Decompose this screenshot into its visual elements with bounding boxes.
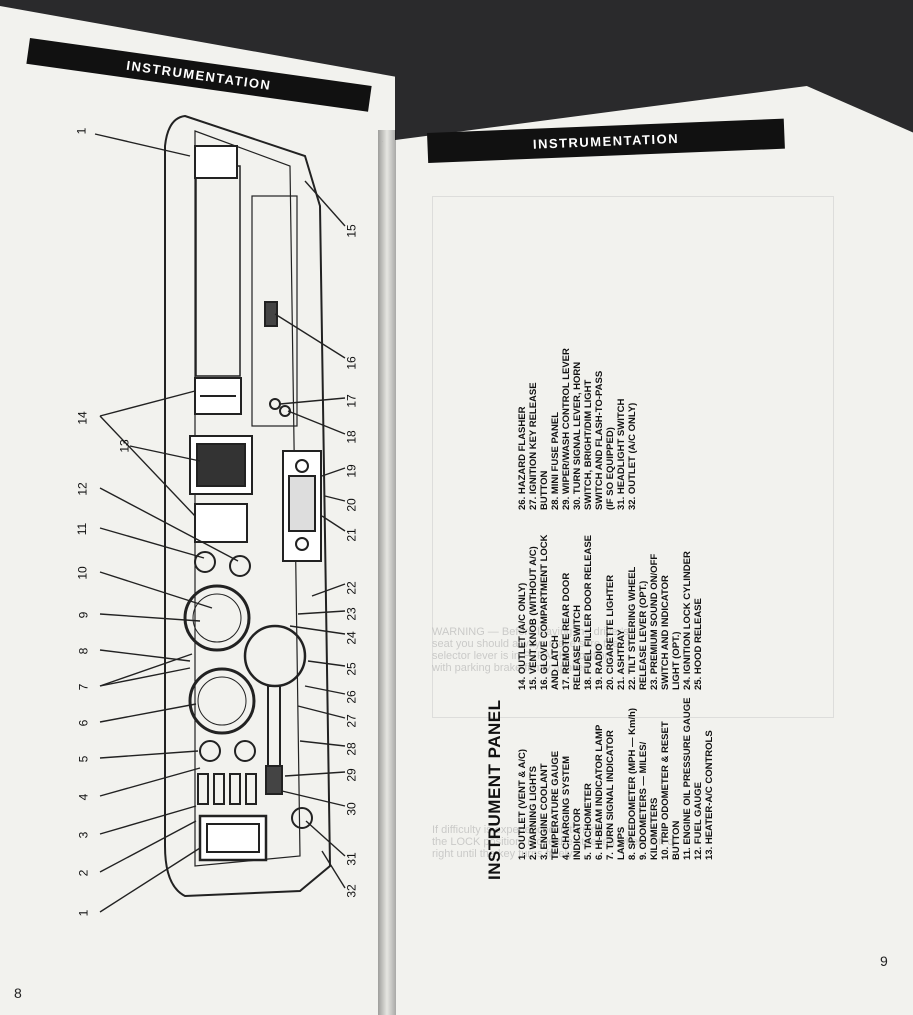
- instrument-panel-diagram: [94, 114, 346, 913]
- left-page: 1 15 16 17 18 19 20 21 22 23 24 25 26 27…: [0, 6, 395, 1015]
- legend-item: 25. HOOD RELEASE: [693, 598, 704, 690]
- legend-item: 23. PREMIUM SOUND ON/OFF: [649, 553, 660, 690]
- showthrough-line: seat you should always make sure the: [432, 638, 619, 650]
- legend-item: 32. OUTLET (A/C ONLY): [627, 402, 638, 510]
- legend-item: SWITCH AND INDICATOR: [660, 575, 671, 690]
- right-page-number: 9: [880, 953, 888, 969]
- callout-11: 11: [75, 522, 90, 536]
- callout-5: 5: [76, 755, 91, 763]
- section-heading: INSTRUMENT PANEL: [485, 699, 504, 880]
- callout-3: 3: [76, 831, 91, 839]
- showthrough-line: the LOCK position, move the steering whe…: [432, 836, 678, 848]
- callout-9: 9: [76, 611, 91, 619]
- legend-item: BUTTON: [539, 470, 550, 510]
- callout-1-lower: 1: [76, 909, 91, 917]
- callout-25: 25: [344, 662, 359, 676]
- callout-31: 31: [344, 852, 359, 866]
- callout-8: 8: [76, 647, 91, 655]
- legend-item: 27. IGNITION KEY RELEASE: [528, 382, 539, 510]
- legend-item: 24. IGNITION LOCK CYLINDER: [682, 551, 693, 690]
- legend-column-3: 26. HAZARD FLASHER 27. IGNITION KEY RELE…: [517, 50, 638, 510]
- callout-15: 15: [344, 224, 359, 238]
- callout-32: 32: [344, 884, 359, 898]
- showthrough-line: If difficulty is experienced in turning: [432, 824, 603, 836]
- callout-22: 22: [344, 581, 359, 595]
- callout-13: 13: [117, 439, 132, 453]
- callout-10: 10: [75, 566, 90, 580]
- callout-28: 28: [344, 742, 359, 756]
- callout-29: 29: [344, 768, 359, 782]
- callout-21: 21: [344, 528, 359, 542]
- callout-27: 27: [344, 714, 359, 728]
- callout-19: 19: [344, 464, 359, 478]
- callout-2: 2: [76, 869, 91, 877]
- instrument-legend: INSTRUMENT PANEL 1. OUTLET (VENT & A/C) …: [485, 348, 765, 880]
- legend-item: 31. HEADLIGHT SWITCH: [616, 398, 627, 510]
- callout-24: 24: [344, 631, 359, 645]
- legend-item: 26. HAZARD FLASHER: [517, 406, 528, 510]
- legend-item: 13. HEATER-A/C CONTROLS: [704, 730, 715, 860]
- callout-6: 6: [76, 719, 91, 727]
- callout-16: 16: [344, 356, 359, 370]
- legend-item: 30. TURN SIGNAL LEVER, HORN: [572, 361, 583, 510]
- callout-26: 26: [344, 690, 359, 704]
- callout-4: 4: [76, 793, 91, 801]
- callout-17: 17: [344, 394, 359, 408]
- legend-item: RELEASE LEVER (OPT.): [638, 580, 649, 690]
- callout-1: 1: [74, 127, 89, 135]
- showthrough-line: WARNING — Before leaving the driver's: [432, 626, 629, 638]
- callout-12: 12: [75, 482, 90, 496]
- callout-14: 14: [75, 411, 90, 425]
- showthrough-text: WARNING — Before leaving the driver's se…: [432, 626, 902, 860]
- callout-23: 23: [344, 607, 359, 621]
- callout-18: 18: [344, 430, 359, 444]
- callout-30: 30: [344, 802, 359, 816]
- showthrough-line: selector lever is in P (PARK) position: [432, 650, 611, 662]
- showthrough-box: [432, 196, 834, 718]
- showthrough-line: with parking brake firmly applied.: [432, 662, 593, 674]
- legend-item: SWITCH, BRIGHT/DIM LIGHT: [583, 379, 594, 510]
- legend-item: 28. MINI FUSE PANEL: [550, 411, 561, 510]
- legend-item: 29. WIPER/WASH CONTROL LEVER: [561, 348, 572, 510]
- left-page-number: 8: [14, 985, 22, 1001]
- right-page: WARNING — Before leaving the driver's se…: [382, 86, 913, 1015]
- callout-7: 7: [76, 683, 91, 691]
- callout-20: 20: [344, 498, 359, 512]
- legend-item: (IF SO EQUIPPED): [605, 427, 616, 510]
- legend-item: LIGHT (OPT.): [671, 631, 682, 690]
- legend-item: SWITCH AND FLASH-TO-PASS: [594, 370, 605, 510]
- book-spine: [378, 130, 396, 1015]
- showthrough-line: right until the key turns freely.: [432, 848, 575, 860]
